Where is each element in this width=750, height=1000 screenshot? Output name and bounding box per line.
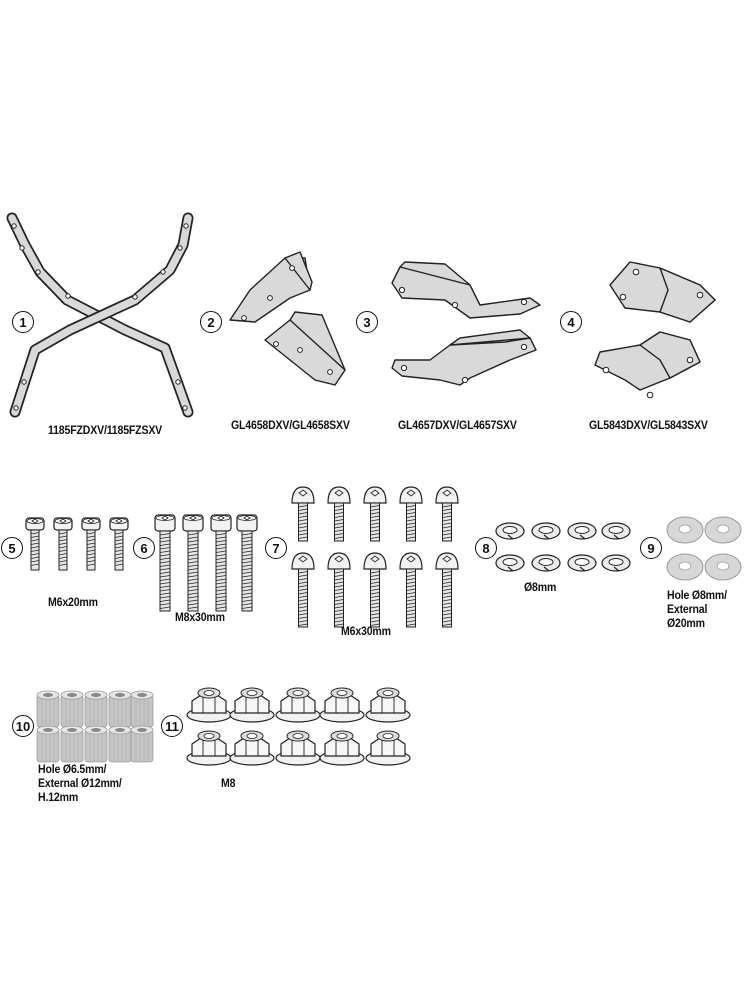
part-size-9-line-1: Hole Ø8mm/: [667, 588, 727, 602]
part-number-5: 5: [1, 537, 23, 559]
part-code-4: GL5843DXV/GL5843SXV: [589, 418, 708, 432]
screw-socket: [25, 517, 45, 571]
part-number-3: 3: [356, 311, 378, 333]
screw-socket: [81, 517, 101, 571]
spring-washer: [567, 554, 597, 572]
socket-screw-m8x30-icon: [154, 514, 258, 612]
screw-button: [363, 552, 387, 628]
part-number-1: 1: [12, 311, 34, 333]
spring-washer: [495, 554, 525, 572]
part-number-8: 8: [475, 537, 497, 559]
screw-button: [435, 552, 459, 628]
flange-nut: [319, 730, 365, 766]
flat-washer: [666, 516, 704, 544]
l-bracket-pair-icon: [229, 251, 346, 386]
flat-washer-icon: [666, 516, 742, 581]
flange-nut: [275, 687, 321, 723]
spring-washer: [531, 522, 561, 540]
flange-nut: [319, 687, 365, 723]
screw-socket: [109, 517, 129, 571]
spring-washer: [601, 522, 631, 540]
part-size-9-line-2: External Ø20mm: [667, 602, 708, 630]
part-number-2: 2: [200, 311, 222, 333]
part-code-2: GL4658DXV/GL4658SXV: [231, 418, 350, 432]
screw-socket: [53, 517, 73, 571]
spacer: [130, 725, 154, 763]
spring-washer: [531, 554, 561, 572]
flange-nut: [365, 687, 411, 723]
spacer: [84, 690, 108, 728]
screw-button: [399, 552, 423, 628]
part-size-6: M8x30mm: [175, 610, 225, 624]
spring-washer: [567, 522, 597, 540]
part-number-10: 10: [12, 715, 34, 737]
flat-washer: [666, 553, 704, 581]
part-code-3: GL4657DXV/GL4657SXV: [398, 418, 517, 432]
part-size-10: Hole Ø6.5mm/ External Ø12mm/ H.12mm: [38, 762, 122, 804]
part-size-5: M6x20mm: [48, 595, 98, 609]
flat-washer: [704, 553, 742, 581]
screw-socket: [182, 514, 204, 612]
screw-socket: [236, 514, 258, 612]
part-number-9: 9: [640, 537, 662, 559]
flange-nut: [275, 730, 321, 766]
spacer: [130, 690, 154, 728]
screw-button: [435, 486, 459, 542]
part-size-8: Ø8mm: [524, 580, 557, 594]
screw-button: [291, 552, 315, 628]
spring-washer: [601, 554, 631, 572]
spacer: [108, 725, 132, 763]
spacer: [84, 725, 108, 763]
flange-nut: [186, 730, 232, 766]
flange-nut: [229, 687, 275, 723]
screw-button: [291, 486, 315, 542]
part-number-6: 6: [133, 537, 155, 559]
flat-washer: [704, 516, 742, 544]
screw-button: [363, 486, 387, 542]
spacer: [60, 690, 84, 728]
button-head-screw-m6x30-icon: [291, 486, 459, 628]
screw-button: [399, 486, 423, 542]
flange-nut: [229, 730, 275, 766]
spring-washer-icon: [495, 522, 631, 572]
spacer: [36, 690, 60, 728]
part-number-7: 7: [265, 537, 287, 559]
spacer: [36, 725, 60, 763]
part-number-4: 4: [560, 311, 582, 333]
part-size-10-line-1: Hole Ø6.5mm/: [38, 762, 107, 776]
flange-nut: [186, 687, 232, 723]
long-bracket-pair-icon: [391, 261, 541, 386]
flange-nut-icon: [186, 687, 411, 766]
screw-socket: [210, 514, 232, 612]
part-size-10-line-3: H.12mm: [38, 790, 79, 804]
socket-screw-m6x20-icon: [25, 517, 129, 571]
screw-socket: [154, 514, 176, 612]
spring-washer: [495, 522, 525, 540]
part-size-10-line-2: External Ø12mm/: [38, 776, 122, 790]
part-code-1: 1185FZDXV/1185FZSXV: [48, 423, 163, 437]
part-number-11: 11: [161, 715, 183, 737]
spacer-icon: [36, 690, 154, 763]
spacer: [60, 725, 84, 763]
flange-nut: [365, 730, 411, 766]
spacer: [108, 690, 132, 728]
x-frame-bracket-icon: [6, 212, 194, 418]
part-size-7: M6x30mm: [341, 624, 391, 638]
screw-button: [327, 552, 351, 628]
angle-plate-pair-icon: [594, 261, 716, 399]
screw-button: [327, 486, 351, 542]
part-size-11: M8: [221, 776, 236, 790]
part-size-9: Hole Ø8mm/ External Ø20mm: [667, 588, 740, 630]
